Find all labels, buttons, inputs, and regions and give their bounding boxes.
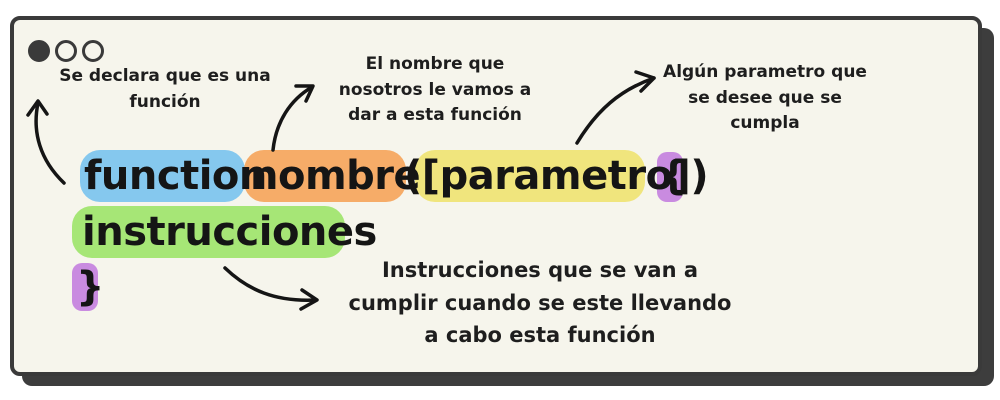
code-params: ([parametro]): [404, 153, 709, 199]
code-keyword: function: [84, 153, 267, 199]
code-open-brace: {: [659, 153, 687, 199]
note-param: Algún parametro que se desee que se cump…: [663, 62, 867, 133]
arrow-to-declares-icon: [26, 99, 66, 185]
window-dot-hollow-icon: [55, 40, 77, 62]
params-highlight: [415, 150, 645, 202]
code-function-name: nombre: [250, 153, 421, 199]
keyword-highlight: [80, 150, 245, 202]
code-body: instrucciones: [82, 209, 377, 255]
arrow-to-param-icon: [575, 70, 656, 145]
note-name: El nombre que nosotros le vamos a dar a …: [338, 54, 532, 125]
note-instructions: Instrucciones que se van a cumplir cuand…: [348, 258, 732, 348]
window-dot-filled-icon: [28, 40, 50, 62]
close-brace-highlight: [72, 263, 98, 311]
body-highlight: [72, 206, 345, 258]
arrow-to-name-icon: [271, 84, 315, 152]
arrow-to-instructions-icon: [223, 266, 319, 311]
window-dot-hollow-icon: [82, 40, 104, 62]
name-highlight: [244, 150, 406, 202]
code-close-brace: }: [76, 264, 104, 310]
open-brace-highlight: [657, 152, 683, 202]
note-declares: Se declara que es una función: [59, 66, 271, 112]
